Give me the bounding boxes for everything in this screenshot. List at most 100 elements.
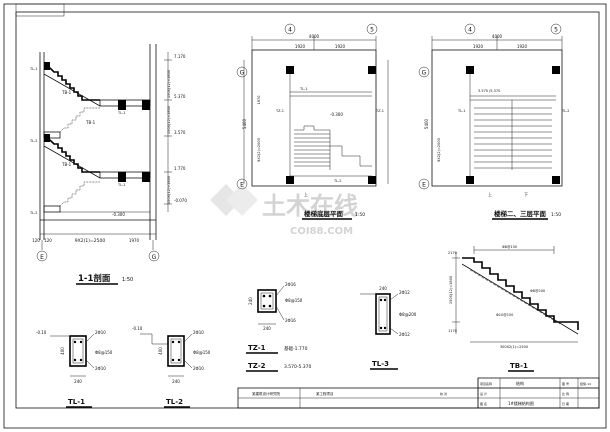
dim-label: 400 bbox=[158, 347, 163, 355]
plan-upper-title: 楼梯二、三层平面 bbox=[494, 209, 547, 218]
rebar-label: Φ8@150 bbox=[193, 350, 211, 355]
landing-label: TL-1 bbox=[117, 111, 126, 115]
dim-part: 1920 bbox=[473, 44, 484, 49]
tb-label: 项目名称 bbox=[480, 381, 492, 386]
section-labels: E G 7.170 5.370 3.570 1.770 -0.070 -0.30… bbox=[29, 54, 187, 285]
vert-dim: 150X(12)=1800 bbox=[167, 176, 171, 204]
tz2-note: 3.570-5.370 bbox=[284, 364, 312, 370]
watermark-url: COI88.COM bbox=[290, 226, 353, 237]
rebar-label: 2Φ12 bbox=[399, 290, 410, 295]
tb-label: 校 对 bbox=[440, 391, 447, 396]
tb1-detail bbox=[452, 246, 579, 343]
dim-label: 240 bbox=[248, 297, 253, 305]
watermark-logo-icon bbox=[210, 184, 258, 216]
project-name: 某工程项目 bbox=[316, 391, 334, 396]
ground-level: -0.300 bbox=[112, 212, 125, 217]
plan-label: 下 bbox=[524, 192, 528, 197]
level-minus-0070: -0.070 bbox=[174, 198, 187, 203]
tb1-detail-labels: 2170 1170 300X2(1)=2500 150X(12)=1800 Φ8… bbox=[448, 245, 545, 372]
flight-label: TB-1 bbox=[61, 90, 72, 95]
level-label: -0.10 bbox=[36, 330, 47, 335]
plan-label: 上 bbox=[304, 191, 308, 197]
tz1-note: 基础-1.770 bbox=[284, 345, 308, 352]
dim-side: 5400 bbox=[242, 118, 247, 129]
plan-label: TL-1 bbox=[299, 87, 308, 91]
section-title: 1-1剖面 bbox=[78, 273, 111, 284]
rebar-label: 2Φ10 bbox=[193, 330, 204, 335]
tb-label: 日 期 bbox=[562, 401, 569, 406]
corner-tag bbox=[15, 3, 65, 17]
title-block bbox=[237, 377, 600, 409]
rebar-label: Φ8@150 bbox=[502, 245, 517, 249]
axis-5: 5 bbox=[370, 27, 374, 34]
plan-ground bbox=[236, 23, 389, 190]
outer-frame bbox=[3, 3, 607, 429]
watermark-text: 土木在线 bbox=[262, 192, 358, 220]
tl1-title: TL-1 bbox=[68, 398, 85, 406]
dim-part: 1920 bbox=[335, 44, 346, 49]
plan-level: 3.570 /5.370 bbox=[478, 89, 500, 93]
dim-side: 5400 bbox=[424, 118, 429, 129]
tb-label: 图 号 bbox=[562, 381, 569, 386]
rebar-label: 2Φ10 bbox=[95, 366, 106, 371]
plan-label: 上 bbox=[488, 191, 492, 197]
rebar-label: Φ8@200 bbox=[399, 312, 417, 317]
landing-label: TL-1 bbox=[117, 183, 126, 187]
tz-detail bbox=[257, 285, 285, 325]
title-block-labels: 某建筑设计研究院 某工程项目 项目名称 设 计 图 名 结构 1#楼梯结构图 图… bbox=[252, 380, 591, 406]
company-name: 某建筑设计研究院 bbox=[252, 391, 280, 396]
plan-upper bbox=[418, 23, 563, 190]
level-label: -0.10 bbox=[132, 326, 143, 331]
tl2-detail-labels: 2Φ10 Φ8@150 2Φ10 -0.10 400 240 TL-2 bbox=[132, 326, 211, 408]
level-1770: 1.770 bbox=[174, 166, 186, 171]
drawing-name: 1#楼梯结构图 bbox=[508, 400, 534, 406]
tl1-detail-labels: 2Φ10 Φ8@150 2Φ10 -0.10 400 240 TL-1 bbox=[36, 330, 113, 408]
landing-label: TL-2 bbox=[29, 139, 38, 143]
level-3570: 3.570 bbox=[174, 130, 186, 135]
dim-label: 240 bbox=[263, 326, 271, 331]
dim-label: 240 bbox=[379, 286, 387, 291]
axis-g: G bbox=[240, 70, 245, 77]
level-7170: 7.170 bbox=[174, 54, 186, 59]
tb-label: 设 计 bbox=[480, 391, 487, 396]
tb1-title: TB-1 bbox=[510, 362, 528, 370]
rebar-label: 2Φ16 bbox=[285, 282, 296, 287]
plan-label: TZ-1 bbox=[275, 109, 284, 113]
dim-label: 1170 bbox=[448, 329, 457, 333]
vert-dim: 150X(12)=1800 bbox=[167, 70, 171, 98]
axis-label-e: E bbox=[40, 254, 44, 261]
dim-total: 4000 bbox=[309, 34, 320, 39]
drawing-type: 结构 bbox=[516, 380, 524, 386]
rebar-label: 2Φ16 bbox=[285, 318, 296, 323]
dim-left-2: 120 bbox=[44, 238, 52, 243]
dim-label: 300X2(1)=2500 bbox=[500, 345, 528, 349]
rebar-label: 2Φ12 bbox=[399, 332, 410, 337]
axis-e: E bbox=[422, 182, 426, 189]
plan-label: TL-2 bbox=[333, 179, 342, 183]
landing-label: TL-2 bbox=[29, 211, 38, 215]
tb-label: 图 名 bbox=[480, 401, 487, 406]
tz1-title: TZ-1 bbox=[248, 344, 266, 352]
dim-part: 1920 bbox=[517, 44, 528, 49]
dim-total: 4000 bbox=[492, 34, 503, 39]
tl3-detail bbox=[360, 293, 399, 335]
plan-ground-scale: 1:50 bbox=[355, 212, 365, 218]
axis-e: E bbox=[240, 182, 244, 189]
dim-side-inner: 9X2(2)=2000 bbox=[437, 138, 441, 162]
plan-ground-title: 楼梯底层平面 bbox=[304, 209, 344, 218]
dim-part: 1920 bbox=[295, 44, 306, 49]
plan-label: TZ-1 bbox=[375, 109, 384, 113]
axis-5: 5 bbox=[554, 27, 558, 34]
dim-label: 240 bbox=[74, 379, 82, 384]
plan-level: -0.300 bbox=[330, 112, 343, 117]
rebar-label: Φ8@150 bbox=[95, 350, 113, 355]
watermark: 土木在线 COI88.COM bbox=[210, 184, 358, 237]
dim-label: 240 bbox=[172, 379, 180, 384]
dim-right: 1970 bbox=[129, 238, 140, 243]
plan-label: TL-1 bbox=[457, 109, 466, 113]
rebar-label: Φ8@200 bbox=[530, 289, 545, 293]
dim-bottom: 9X2(1)=2500 bbox=[75, 238, 106, 244]
axis-4: 4 bbox=[468, 27, 472, 34]
